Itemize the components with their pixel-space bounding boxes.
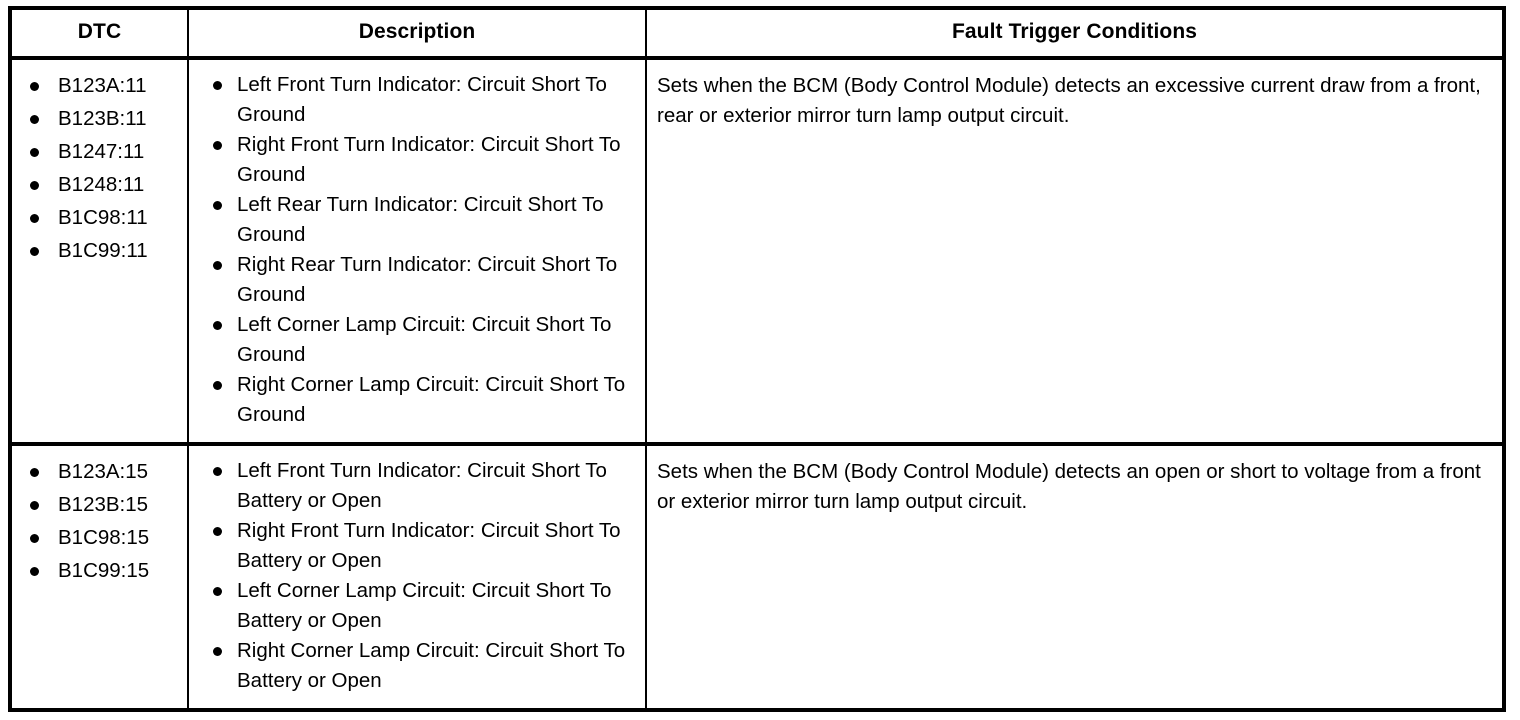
list-item: Right Rear Turn Indicator: Circuit Short… [205,250,637,310]
list-item: B1C99:11 [28,235,183,267]
dtc-code-list: B123A:11 B123B:11 B1247:11 B1248:11 B1C9… [12,60,187,280]
cell-descriptions: Left Front Turn Indicator: Circuit Short… [188,442,647,710]
description-text: Right Corner Lamp Circuit: Circuit Short… [237,373,626,426]
bullet-icon [213,321,222,330]
cell-dtc-codes: B123A:15 B123B:15 B1C98:15 B1C99:15 [10,442,189,710]
bullet-icon [213,527,222,536]
description-list: Left Front Turn Indicator: Circuit Short… [189,60,645,442]
description-text: Right Corner Lamp Circuit: Circuit Short… [237,639,626,692]
dtc-code: B1C98:15 [58,526,150,549]
table-body: B123A:11 B123B:11 B1247:11 B1248:11 B1C9… [10,58,1504,710]
list-item: B123A:15 [28,456,183,488]
dtc-code: B1C99:11 [58,239,148,262]
list-item: B1C98:11 [28,202,183,234]
list-item: B1248:11 [28,169,183,201]
bullet-icon [213,467,222,476]
list-item: Left Corner Lamp Circuit: Circuit Short … [205,310,637,370]
bullet-icon [30,115,39,124]
list-item: Left Front Turn Indicator: Circuit Short… [205,70,637,130]
description-text: Right Rear Turn Indicator: Circuit Short… [237,253,618,306]
description-text: Left Front Turn Indicator: Circuit Short… [237,459,607,512]
cell-dtc-codes: B123A:11 B123B:11 B1247:11 B1248:11 B1C9… [10,58,189,444]
list-item: B1C99:15 [28,555,183,587]
column-header-dtc: DTC [10,8,189,60]
bullet-icon [213,201,222,210]
list-item: B1C98:15 [28,522,183,554]
table-header: DTC Description Fault Trigger Conditions [10,8,1504,60]
description-text: Left Corner Lamp Circuit: Circuit Short … [237,313,612,366]
list-item: Left Front Turn Indicator: Circuit Short… [205,456,637,516]
list-item: Right Corner Lamp Circuit: Circuit Short… [205,370,637,430]
description-text: Right Front Turn Indicator: Circuit Shor… [237,133,621,186]
bullet-icon [213,381,222,390]
bullet-icon [30,501,39,510]
dtc-fault-table: DTC Description Fault Trigger Conditions… [8,6,1506,712]
cell-descriptions: Left Front Turn Indicator: Circuit Short… [188,58,647,444]
column-header-description: Description [188,8,647,60]
table-row: B123A:11 B123B:11 B1247:11 B1248:11 B1C9… [10,58,1504,444]
fault-condition-text: Sets when the BCM (Body Control Module) … [657,460,1481,513]
bullet-icon [213,587,222,596]
dtc-code: B1247:11 [58,140,145,163]
list-item: Right Corner Lamp Circuit: Circuit Short… [205,636,637,696]
column-header-fault-trigger-conditions: Fault Trigger Conditions [646,8,1504,60]
bullet-icon [30,148,39,157]
list-item: Left Corner Lamp Circuit: Circuit Short … [205,576,637,636]
bullet-icon [30,214,39,223]
cell-fault-conditions: Sets when the BCM (Body Control Module) … [646,58,1504,444]
description-text: Right Front Turn Indicator: Circuit Shor… [237,519,621,572]
dtc-code: B1248:11 [58,173,145,196]
description-text: Left Rear Turn Indicator: Circuit Short … [237,193,604,246]
dtc-code: B123A:11 [58,74,147,97]
list-item: Right Front Turn Indicator: Circuit Shor… [205,130,637,190]
bullet-icon [213,261,222,270]
list-item: Left Rear Turn Indicator: Circuit Short … [205,190,637,250]
dtc-code-list: B123A:15 B123B:15 B1C98:15 B1C99:15 [12,446,187,600]
bullet-icon [30,181,39,190]
dtc-code: B123B:15 [58,493,149,516]
dtc-code: B1C98:11 [58,206,148,229]
fault-condition-text: Sets when the BCM (Body Control Module) … [657,74,1481,127]
cell-fault-conditions: Sets when the BCM (Body Control Module) … [646,442,1504,710]
table-row: B123A:15 B123B:15 B1C98:15 B1C99:15 Left… [10,442,1504,710]
dtc-code: B123B:11 [58,107,147,130]
bullet-icon [30,82,39,91]
bullet-icon [30,567,39,576]
list-item: B123A:11 [28,70,183,102]
bullet-icon [30,468,39,477]
table-header-row: DTC Description Fault Trigger Conditions [10,8,1504,60]
bullet-icon [213,81,222,90]
list-item: Right Front Turn Indicator: Circuit Shor… [205,516,637,576]
bullet-icon [30,247,39,256]
dtc-code: B123A:15 [58,460,149,483]
description-text: Left Corner Lamp Circuit: Circuit Short … [237,579,612,632]
bullet-icon [30,534,39,543]
list-item: B123B:11 [28,103,183,135]
list-item: B123B:15 [28,489,183,521]
list-item: B1247:11 [28,136,183,168]
description-list: Left Front Turn Indicator: Circuit Short… [189,446,645,708]
bullet-icon [213,141,222,150]
bullet-icon [213,647,222,656]
description-text: Left Front Turn Indicator: Circuit Short… [237,73,607,126]
dtc-code: B1C99:15 [58,559,150,582]
